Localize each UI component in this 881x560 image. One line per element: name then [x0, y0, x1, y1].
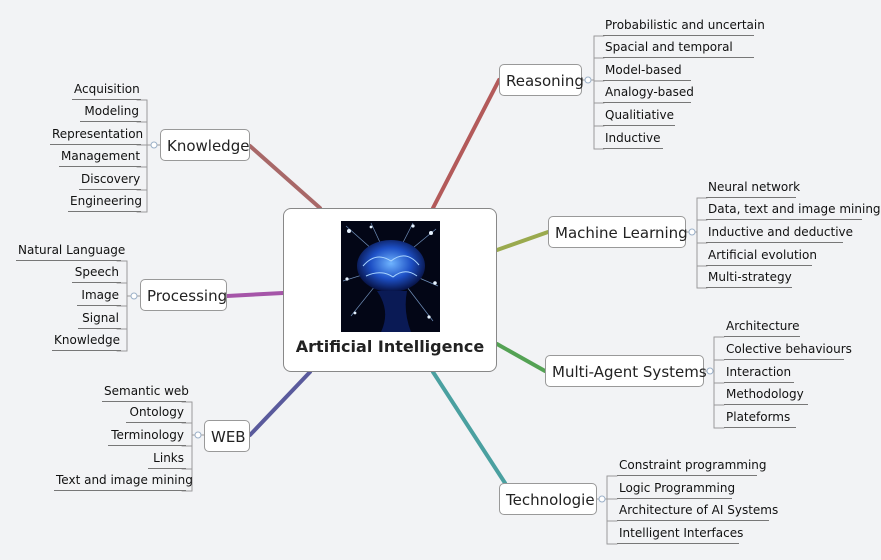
- subtopic-reasoning[interactable]: Model-based: [603, 60, 691, 81]
- subtopic-multi-agent[interactable]: Plateforms: [724, 407, 796, 428]
- branch-multi-agent-systems[interactable]: Multi-Agent Systems: [545, 355, 707, 387]
- machine-learning-collapse-toggle[interactable]: [688, 228, 696, 236]
- subtopic-web[interactable]: Ontology: [126, 402, 186, 423]
- subtopic-reasoning[interactable]: Qualitiative: [603, 105, 675, 126]
- reasoning-collapse-toggle[interactable]: [584, 76, 592, 84]
- subtopic-processing[interactable]: Signal: [78, 308, 121, 329]
- subtopic-reasoning[interactable]: Probabilistic and uncertain: [603, 15, 765, 36]
- branch-reasoning[interactable]: Reasoning: [499, 64, 584, 96]
- subtopic-web[interactable]: Semantic web: [102, 381, 189, 402]
- subtopic-technologie[interactable]: Constraint programming: [617, 455, 767, 476]
- branch-machine-learning[interactable]: Machine Learning: [548, 216, 688, 248]
- subtopic-multi-agent[interactable]: Architecture: [724, 316, 800, 337]
- subtopic-knowledge[interactable]: Discovery: [79, 169, 141, 190]
- subtopic-processing[interactable]: Image: [77, 285, 121, 306]
- subtopic-web[interactable]: Links: [148, 448, 186, 469]
- subtopic-reasoning[interactable]: Analogy-based: [603, 82, 694, 103]
- central-topic-title: Artificial Intelligence: [295, 337, 485, 356]
- subtopic-web[interactable]: Text and image mining: [54, 470, 193, 491]
- central-topic[interactable]: Artificial Intelligence: [283, 208, 497, 372]
- subtopic-machine-learning[interactable]: Neural network: [706, 177, 800, 198]
- connector-reasoning: [431, 78, 501, 210]
- connector-machine-learning: [495, 230, 550, 252]
- subtopic-knowledge[interactable]: Modeling: [80, 101, 141, 122]
- branch-processing[interactable]: Processing: [140, 279, 227, 311]
- connector-multi-agent: [495, 342, 547, 373]
- connector-processing: [225, 291, 285, 298]
- subtopic-multi-agent[interactable]: Colective behaviours: [724, 339, 852, 360]
- subtopic-knowledge[interactable]: Management: [59, 146, 141, 167]
- subtopic-knowledge[interactable]: Acquisition: [72, 79, 141, 100]
- subtopic-processing[interactable]: Speech: [72, 262, 121, 283]
- subtopic-processing[interactable]: Knowledge: [52, 330, 121, 351]
- subtopic-reasoning[interactable]: Inductive: [603, 128, 663, 149]
- subtopic-machine-learning[interactable]: Multi-strategy: [706, 267, 792, 288]
- subtopic-technologie[interactable]: Architecture of AI Systems: [617, 500, 778, 521]
- connector-web: [248, 370, 312, 437]
- connector-knowledge: [248, 144, 322, 210]
- connector-technologie: [431, 370, 507, 485]
- multi-agent-collapse-toggle[interactable]: [706, 367, 714, 375]
- subtopic-knowledge[interactable]: Engineering: [68, 191, 142, 212]
- web-collapse-toggle[interactable]: [194, 431, 202, 439]
- subtopic-machine-learning[interactable]: Inductive and deductive: [706, 222, 853, 243]
- subtopic-machine-learning[interactable]: Data, text and image mining: [706, 199, 881, 220]
- processing-collapse-toggle[interactable]: [130, 292, 138, 300]
- branch-web[interactable]: WEB: [204, 420, 250, 452]
- subtopic-processing[interactable]: Natural Language: [16, 240, 125, 261]
- subtopic-knowledge[interactable]: Representation: [50, 124, 143, 145]
- subtopic-machine-learning[interactable]: Artificial evolution: [706, 245, 817, 266]
- branch-knowledge[interactable]: Knowledge: [160, 129, 250, 161]
- branch-technologie[interactable]: Technologie: [499, 483, 597, 515]
- brain-image: [341, 221, 440, 332]
- technologie-collapse-toggle[interactable]: [598, 495, 606, 503]
- subtopic-technologie[interactable]: Logic Programming: [617, 478, 735, 499]
- subtopic-multi-agent[interactable]: Methodology: [724, 384, 808, 405]
- subtopic-web[interactable]: Terminology: [108, 425, 186, 446]
- knowledge-collapse-toggle[interactable]: [150, 141, 158, 149]
- subtopic-technologie[interactable]: Intelligent Interfaces: [617, 523, 743, 544]
- subtopic-multi-agent[interactable]: Interaction: [724, 362, 794, 383]
- subtopic-reasoning[interactable]: Spacial and temporal: [603, 37, 754, 58]
